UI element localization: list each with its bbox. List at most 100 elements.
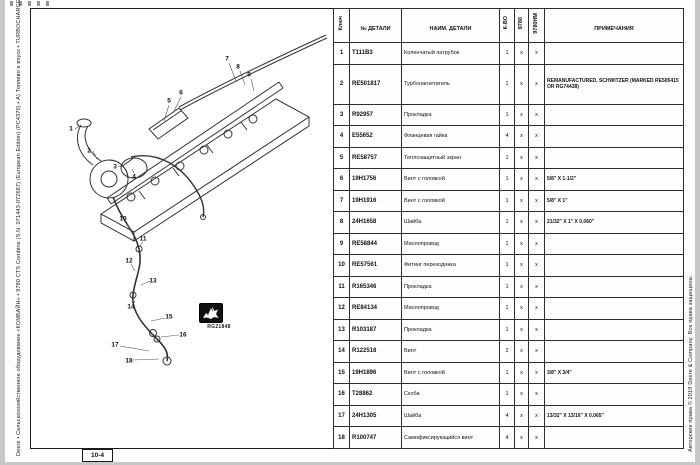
qty-cell: 1 xyxy=(499,232,515,256)
qty-cell: 1 xyxy=(499,63,515,105)
part-name-cell: Самофиксирующийся винт xyxy=(401,426,500,449)
part-number-cell: RE84134 xyxy=(349,297,402,320)
part-number-cell: T111B3 xyxy=(349,42,402,65)
key-cell: 12 xyxy=(333,297,350,320)
key-cell: 11 xyxy=(333,275,350,299)
part-name-cell: Прокладка xyxy=(401,318,500,342)
column-header: ПРИМЕЧАНИЯ xyxy=(544,8,684,43)
part-name-cell: Фланцевая гайка xyxy=(401,125,500,148)
model-9780-cell: x xyxy=(514,340,529,363)
callout-number: 10 xyxy=(119,215,127,223)
model-9780hm-cell: x xyxy=(528,318,545,342)
part-name-cell: Маслопровод xyxy=(401,297,500,320)
remarks-cell xyxy=(544,275,684,299)
callout-number: 15 xyxy=(165,313,173,321)
key-cell: 13 xyxy=(333,318,350,342)
model-9780-cell: x xyxy=(514,146,529,170)
part-number-cell: R100747 xyxy=(349,426,402,449)
column-header-label: 9780НМ xyxy=(532,12,539,34)
key-cell: 6 xyxy=(333,168,350,191)
callout-number: 6 xyxy=(179,89,183,97)
callout-number: 13 xyxy=(149,277,157,285)
part-number-cell: 19H1896 xyxy=(349,361,402,385)
callout-number: 4 xyxy=(132,173,136,181)
qty-cell: 1 xyxy=(499,168,515,191)
remarks-cell: REMANUFACTURED, SCHWITZER (MARKED RE5054… xyxy=(544,63,684,105)
qty-cell: 1 xyxy=(499,146,515,170)
parts-table: Ключ № ДЕТАЛИ НАИМ. ДЕТАЛИ К-ВО 9780 9780НМ ПР… xyxy=(333,8,684,449)
callout-number: 12 xyxy=(125,257,133,265)
model-9780-cell: x xyxy=(514,297,529,320)
part-name-cell: Шайба xyxy=(401,211,500,234)
qty-cell: 2 xyxy=(499,340,515,363)
part-name-cell: Винт с головкой xyxy=(401,189,500,213)
part-name-cell: Винт с головкой xyxy=(401,361,500,385)
model-9780-cell: x xyxy=(514,426,529,449)
column-header-label: К-ВО xyxy=(503,16,510,30)
key-cell: 1 xyxy=(333,42,350,65)
column-header: 9780 xyxy=(514,8,529,43)
key-cell: 3 xyxy=(333,103,350,127)
part-number-cell: 19H1916 xyxy=(349,189,402,213)
column-header: № ДЕТАЛИ xyxy=(349,8,402,43)
remarks-cell xyxy=(544,254,684,277)
key-cell: 8 xyxy=(333,211,350,234)
part-name-cell: Прокладка xyxy=(401,103,500,127)
callout-number: 8 xyxy=(236,63,240,71)
key-cell: 17 xyxy=(333,404,350,428)
key-cell: 7 xyxy=(333,189,350,213)
part-number-cell: 24H1658 xyxy=(349,211,402,234)
qty-cell: 1 xyxy=(499,42,515,65)
part-name-cell: Фитинг переходника xyxy=(401,254,500,277)
callout-number: 7 xyxy=(225,55,229,63)
qty-cell: 1 xyxy=(499,211,515,234)
qty-cell: 1 xyxy=(499,361,515,385)
column-header-label: НАИМ. ДЕТАЛИ xyxy=(429,25,472,32)
part-number-cell: RE58757 xyxy=(349,146,402,170)
part-number-cell: RE501817 xyxy=(349,63,402,105)
column-header: 9780НМ xyxy=(528,8,545,43)
part-number-cell: RE58844 xyxy=(349,232,402,256)
qty-cell: 1 xyxy=(499,275,515,299)
model-9780hm-cell: x xyxy=(528,189,545,213)
remarks-cell xyxy=(544,103,684,127)
model-9780hm-cell: x xyxy=(528,383,545,406)
model-9780hm-cell: x xyxy=(528,63,545,105)
remarks-cell: 13/32" X 13/16" X 0.065" xyxy=(544,404,684,428)
qty-cell: 1 xyxy=(499,189,515,213)
column-header-label: 9780 xyxy=(517,17,524,30)
callout-number: 2 xyxy=(87,147,91,155)
callout-number: 9 xyxy=(247,71,251,79)
part-number-cell: 19H1756 xyxy=(349,168,402,191)
part-number-cell: R103187 xyxy=(349,318,402,342)
catalog-breadcrumb-vertical: Deere • Сельскохозяйственное оборудовани… xyxy=(16,0,22,456)
model-9780-cell: x xyxy=(514,404,529,428)
key-cell: 2 xyxy=(333,63,350,105)
key-cell: 5 xyxy=(333,146,350,170)
copyright-vertical: Авторские права © 2019 Deere & Company. … xyxy=(688,274,694,452)
remarks-cell xyxy=(544,340,684,363)
model-9780-cell: x xyxy=(514,318,529,342)
callout-number: 5 xyxy=(167,97,171,105)
remarks-cell: 5/8" X 1" xyxy=(544,189,684,213)
model-9780hm-cell: x xyxy=(528,146,545,170)
column-header-label: Ключ xyxy=(337,15,344,31)
key-cell: 9 xyxy=(333,232,350,256)
model-9780hm-cell: x xyxy=(528,361,545,385)
model-9780-cell: x xyxy=(514,189,529,213)
key-cell: 10 xyxy=(333,254,350,277)
model-9780hm-cell: x xyxy=(528,232,545,256)
column-header-label: № ДЕТАЛИ xyxy=(360,25,391,32)
part-name-cell: Винт с головкой xyxy=(401,168,500,191)
model-9780hm-cell: x xyxy=(528,254,545,277)
part-number-cell: RE57561 xyxy=(349,254,402,277)
